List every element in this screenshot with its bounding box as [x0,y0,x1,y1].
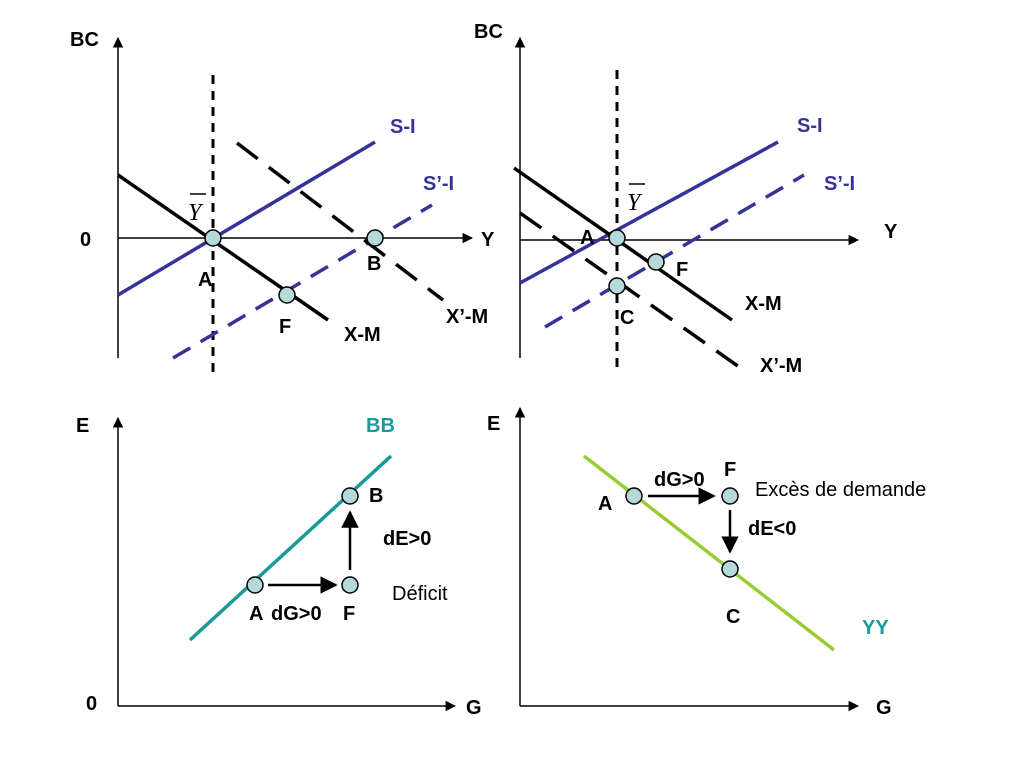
tl-xm-curve [117,173,329,322]
br-yy-curve [582,454,836,652]
br-point-f [721,487,739,505]
tr-y-axis-label: BC [474,21,503,43]
panel-top-right: BC Y Y S-I S’-I X-M X’-M A F C [474,21,898,377]
bl-point-a [246,576,264,594]
bl-point-b-label: B [369,485,383,507]
tl-xm-label: X-M [344,324,381,346]
tl-point-b-label: B [367,253,381,275]
tr-x-axis-label: Y [884,221,898,243]
tl-x-axis-label: Y [481,229,495,251]
bl-origin-label: 0 [86,693,97,715]
br-point-c [721,560,739,578]
br-note-label: Excès de demande [755,479,926,501]
tl-si-curve [117,140,376,297]
tl-point-a [204,229,222,247]
tr-xpm-curve [518,211,744,371]
tr-point-f [647,253,665,271]
tr-point-a-label: A [580,227,594,249]
bl-x-axis-label: G [466,697,482,719]
bl-bb-label: BB [366,415,395,437]
br-point-a-label: A [598,493,612,515]
tl-point-b [366,229,384,247]
tl-point-f-label: F [279,316,291,338]
br-yy-label: YY [862,617,889,639]
tr-si-curve [519,140,779,285]
tl-xpm-curve [235,141,445,302]
bl-y-axis-label: E [76,415,89,437]
bl-note-label: Déficit [392,583,448,605]
br-point-c-label: C [726,606,740,628]
panel-top-left: BC Y 0 Y S-I S’-I X-M X’-M A B F [70,29,495,378]
tr-point-c-label: C [620,307,634,329]
br-point-f-label: F [724,459,736,481]
br-de-label: dE<0 [748,518,796,540]
bl-point-f [341,576,359,594]
bl-de-label: dE>0 [383,528,431,550]
bl-point-b [341,487,359,505]
tr-ybar-label: Y [627,190,643,216]
tl-spi-label: S’-I [423,173,454,195]
tr-si-label: S-I [797,115,823,137]
tr-xm-label: X-M [745,293,782,315]
bl-point-a-label: A [249,603,263,625]
br-x-axis-label: G [876,697,892,719]
panel-bottom-right: E G YY A F C dG>0 dE<0 Excès de demande [487,406,926,719]
tl-ybar-label: Y [188,200,204,226]
tl-spi-curve [172,203,433,360]
bl-bb-curve [188,454,393,642]
tr-xpm-label: X’-M [760,355,802,377]
tr-point-a [608,229,626,247]
tl-point-a-label: A [198,269,212,291]
tr-spi-label: S’-I [824,173,855,195]
br-dg-label: dG>0 [654,469,705,491]
tr-spi-curve [544,173,805,329]
tl-xpm-label: X’-M [446,306,488,328]
bl-point-f-label: F [343,603,355,625]
panel-bottom-left: E G 0 BB A F B dG>0 dE>0 Déficit [76,415,482,719]
tl-origin-label: 0 [80,229,91,251]
tl-si-label: S-I [390,116,416,138]
bl-dg-label: dG>0 [271,603,322,625]
tl-y-axis-label: BC [70,29,99,51]
tr-point-f-label: F [676,259,688,281]
tr-point-c [608,277,626,295]
br-point-a [625,487,643,505]
tl-point-f [278,286,296,304]
br-y-axis-label: E [487,413,500,435]
